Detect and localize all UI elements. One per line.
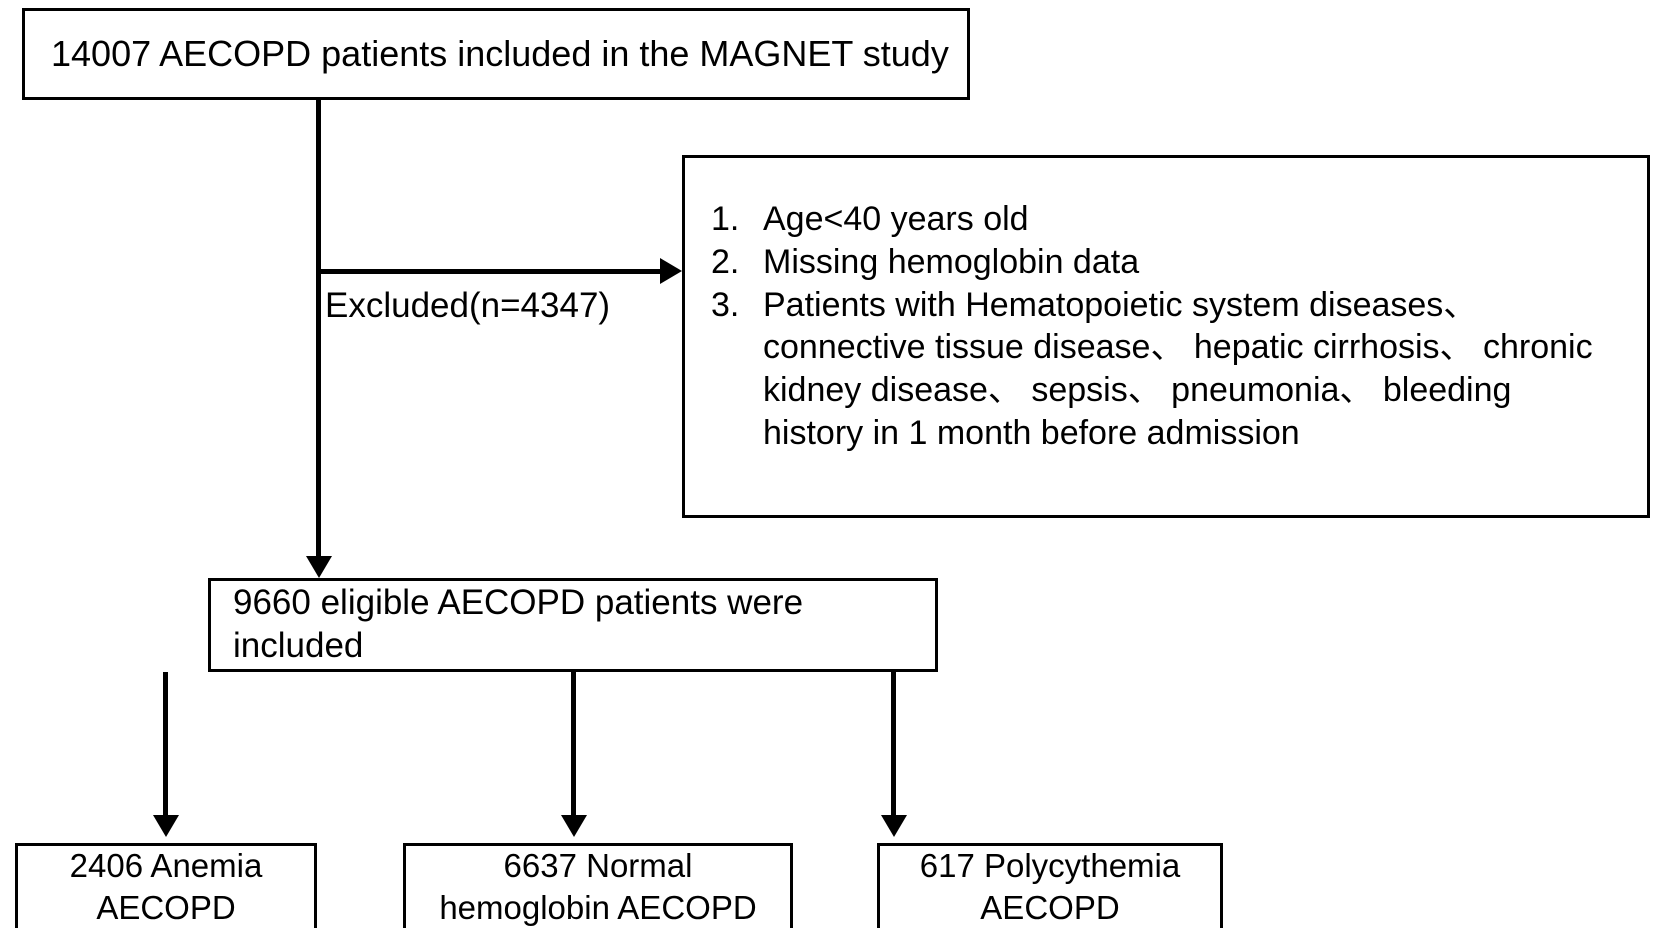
node-eligible-box: 9660 eligible AECOPD patients were inclu… [208, 578, 938, 672]
node-anemia-label: 2406 Anemia AECOPD [69, 846, 263, 926]
connector-trunk-vertical [316, 100, 321, 570]
node-normal-hemoglobin-box: 6637 Normal hemoglobin AECOPD [403, 843, 793, 928]
exclusion-item-number: 3. [711, 285, 740, 324]
node-exclusion-box: 1. Age<40 years old 2. Missing hemoglobi… [682, 155, 1650, 518]
exclusion-item-text: Patients with Hematopoietic system disea… [763, 285, 1593, 453]
arrowhead-to-polycythemia [881, 815, 907, 837]
arrowhead-to-exclusion [660, 258, 682, 284]
node-enrolled-box: 14007 AECOPD patients included in the MA… [22, 8, 970, 100]
node-eligible-label: 9660 eligible AECOPD patients were inclu… [233, 583, 804, 665]
exclusion-item: 1. Age<40 years old [685, 198, 1647, 241]
connector-to-anemia [163, 672, 168, 820]
exclusion-item-number: 2. [711, 242, 740, 281]
exclusion-item-number: 1. [711, 200, 740, 238]
node-anemia-box: 2406 Anemia AECOPD [15, 843, 317, 928]
connector-exclusion-horizontal [316, 269, 664, 274]
connector-to-normal-hemoglobin [571, 672, 576, 820]
exclusion-item-text: Age<40 years old [763, 200, 1029, 238]
arrowhead-to-normal-hemoglobin [561, 815, 587, 837]
arrowhead-to-anemia [153, 815, 179, 837]
node-enrolled-label: 14007 AECOPD patients included in the MA… [51, 33, 949, 75]
exclusion-item: 3. Patients with Hematopoietic system di… [685, 284, 1647, 455]
node-normal-hemoglobin-label: 6637 Normal hemoglobin AECOPD [439, 846, 757, 926]
connector-to-polycythemia [891, 672, 896, 820]
exclusion-item: 2. Missing hemoglobin data [685, 241, 1647, 284]
exclusion-criteria-list: 1. Age<40 years old 2. Missing hemoglobi… [685, 198, 1647, 455]
node-polycythemia-box: 617 Polycythemia AECOPD [877, 843, 1223, 928]
node-polycythemia-label: 617 Polycythemia AECOPD [919, 846, 1181, 926]
excluded-count-label: Excluded(n=4347) [325, 286, 611, 325]
exclusion-item-text: Missing hemoglobin data [763, 242, 1140, 281]
arrowhead-to-eligible [306, 556, 332, 578]
